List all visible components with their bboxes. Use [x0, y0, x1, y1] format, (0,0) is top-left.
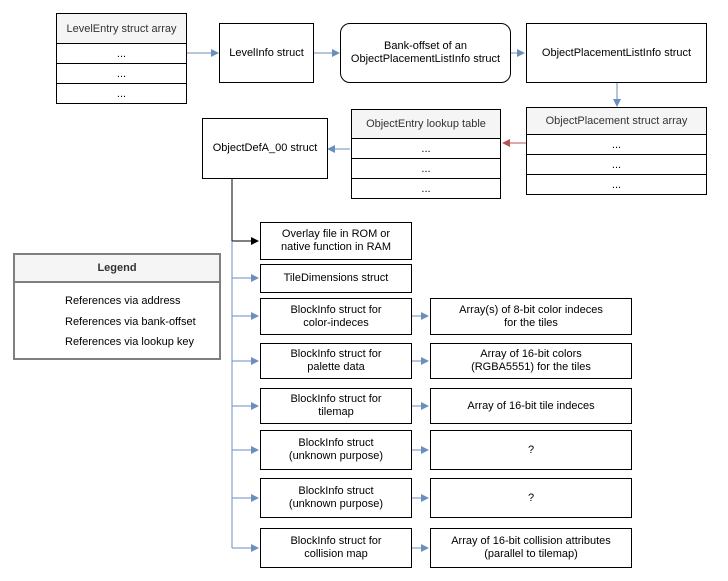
legend-title: Legend — [15, 255, 219, 283]
levelentry-array-row: ... — [56, 63, 187, 84]
placement-array-row: ... — [526, 134, 707, 155]
blockinfo-collision-node: BlockInfo struct for collision map — [260, 528, 412, 568]
edge-objectdef-overlay — [231, 179, 259, 245]
legend-label-bank-offset: References via bank-offset — [65, 316, 196, 328]
unknown-target-node: ? — [430, 478, 632, 518]
legend-label-address: References via address — [65, 295, 181, 307]
levelentry-array-row: ... — [56, 43, 187, 64]
levelentry-array-header: LevelEntry struct array — [56, 13, 187, 44]
placement-array-row: ... — [526, 174, 707, 195]
placement-array-header: ObjectPlacement struct array — [526, 107, 707, 135]
placement-list-info-node: ObjectPlacementListInfo struct — [526, 23, 707, 83]
colors-array-node: Array of 16-bit colors (RGBA5551) for th… — [430, 343, 632, 379]
lookup-table-header: ObjectEntry lookup table — [351, 109, 501, 139]
legend-label-lookup-key: References via lookup key — [65, 336, 195, 348]
blockinfo-unknown-node: BlockInfo struct (unknown purpose) — [260, 478, 412, 518]
color-indeces-array-node: Array(s) of 8-bit color indeces for the … — [430, 298, 632, 335]
levelinfo-node: LevelInfo struct — [219, 23, 314, 83]
blockinfo-palette-node: BlockInfo struct for palette data — [260, 343, 412, 379]
blockinfo-tilemap-node: BlockInfo struct for tilemap — [260, 388, 412, 424]
tile-indeces-array-node: Array of 16-bit tile indeces — [430, 388, 632, 424]
lookup-table-row: ... — [351, 138, 501, 159]
unknown-target-node: ? — [430, 430, 632, 470]
blockinfo-unknown-node: BlockInfo struct (unknown purpose) — [260, 430, 412, 470]
placement-array-row: ... — [526, 154, 707, 175]
blockinfo-color-indeces-node: BlockInfo struct for color-indeces — [260, 298, 412, 335]
collision-attributes-array-node: Array of 16-bit collision attributes (pa… — [430, 528, 632, 568]
lookup-table-row: ... — [351, 158, 501, 179]
tiledimensions-node: TileDimensions struct — [260, 264, 412, 293]
objectdef-node: ObjectDefA_00 struct — [202, 118, 328, 179]
bank-offset-node: Bank-offset of an ObjectPlacementListInf… — [340, 23, 511, 83]
overlay-file-node: Overlay file in ROM or native function i… — [260, 222, 412, 260]
lookup-table-row: ... — [351, 178, 501, 199]
legend: Legend References via address References… — [13, 253, 221, 360]
levelentry-array-row: ... — [56, 83, 187, 104]
